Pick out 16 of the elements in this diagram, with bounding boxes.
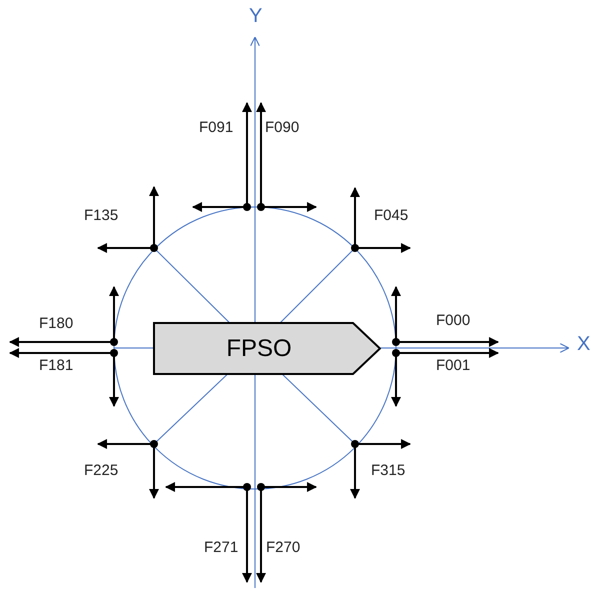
force-label: F091: [199, 120, 234, 135]
force-label: F315: [371, 463, 406, 478]
axis-label: Y: [249, 6, 262, 26]
force-label: F000: [436, 313, 470, 328]
force-label: F001: [436, 358, 470, 373]
force-label: F271: [204, 540, 238, 555]
force-label: F135: [84, 208, 118, 223]
force-label: F090: [265, 120, 300, 135]
vessel-label: FPSO: [226, 334, 293, 364]
vessel-shape: [153, 322, 381, 375]
force-label: F225: [84, 463, 118, 478]
force-label: F270: [266, 540, 300, 555]
axis-label: X: [577, 334, 590, 354]
force-label: F045: [374, 208, 408, 223]
force-label: F181: [39, 358, 74, 373]
force-label: F180: [39, 316, 74, 331]
